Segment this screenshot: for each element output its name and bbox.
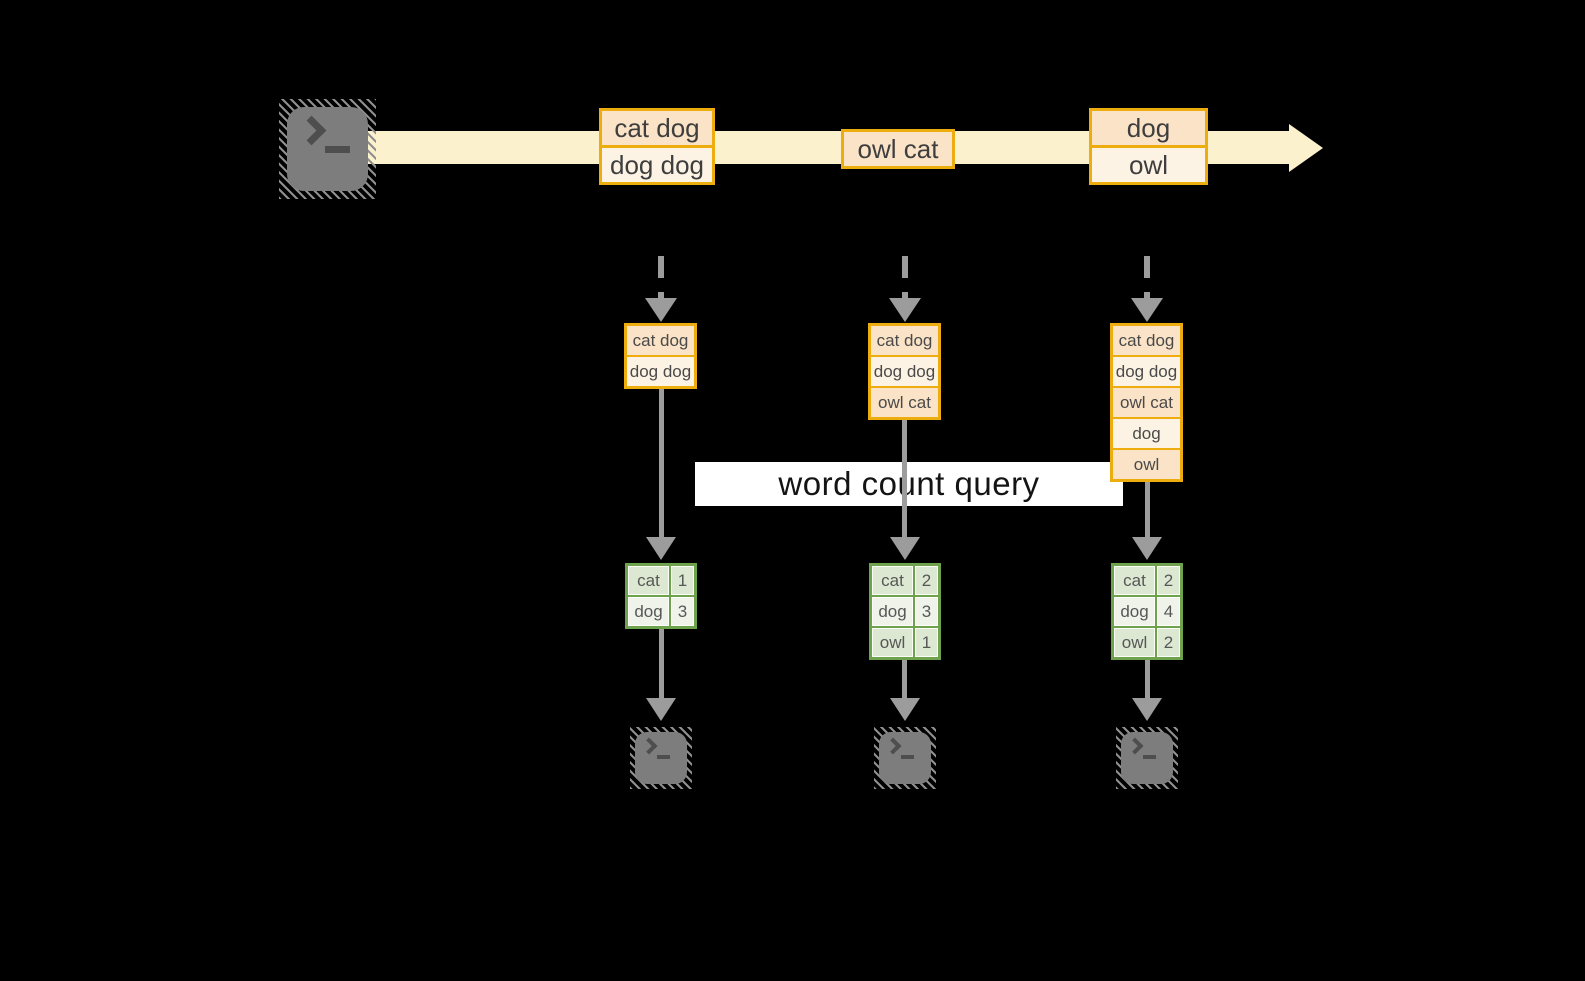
prompt-underscore-icon	[1143, 755, 1156, 759]
count-cell: 2	[1157, 628, 1180, 657]
received-message: owl	[1113, 448, 1180, 479]
stream-message: cat dog	[602, 111, 712, 145]
word-count-table-3: cat 2 dog 4 owl 2	[1111, 563, 1183, 660]
received-messages-stack-2: cat dog dog dog owl cat	[868, 323, 941, 420]
count-cell: 1	[915, 628, 938, 657]
received-message: owl cat	[871, 386, 938, 417]
count-cell: 1	[671, 566, 694, 595]
received-message: dog dog	[1113, 355, 1180, 386]
count-cell: 3	[915, 597, 938, 626]
word-cell: cat	[628, 566, 669, 595]
connector-arrow-line	[659, 629, 664, 699]
word-cell: dog	[1114, 597, 1155, 626]
connector-arrow-head	[646, 698, 676, 721]
received-message: dog dog	[627, 355, 694, 386]
source-terminal-icon	[279, 99, 376, 199]
stream-arrow-head	[1289, 124, 1323, 172]
count-cell: 4	[1157, 597, 1180, 626]
word-cell: owl	[1114, 628, 1155, 657]
received-messages-stack-3: cat dog dog dog owl cat dog owl	[1110, 323, 1183, 482]
count-cell: 3	[671, 597, 694, 626]
output-terminal-icon	[874, 727, 936, 789]
ingest-arrow-line	[1144, 256, 1150, 298]
ingest-arrow-head	[1131, 298, 1163, 322]
count-cell: 2	[1157, 566, 1180, 595]
word-count-table-2: cat 2 dog 3 owl 1	[869, 563, 941, 660]
output-terminal-icon	[630, 727, 692, 789]
query-label-band: word count query	[695, 462, 1123, 506]
stream-message: owl cat	[844, 132, 952, 166]
received-message: dog	[1113, 417, 1180, 448]
received-messages-stack-1: cat dog dog dog	[624, 323, 697, 389]
connector-arrow-head	[890, 698, 920, 721]
connector-arrow-line	[1145, 482, 1150, 538]
received-message: cat dog	[1113, 326, 1180, 355]
count-cell: 2	[915, 566, 938, 595]
connector-arrow-line	[902, 660, 907, 699]
connector-arrow-line	[1145, 660, 1150, 699]
prompt-underscore-icon	[657, 755, 670, 759]
prompt-underscore-icon	[901, 755, 914, 759]
word-cell: cat	[872, 566, 913, 595]
ingest-arrow-head	[889, 298, 921, 322]
connector-arrow-line	[659, 389, 664, 538]
connector-arrow-head	[890, 537, 920, 560]
connector-arrow-line	[902, 420, 907, 538]
prompt-underscore-icon	[325, 146, 350, 153]
ingest-arrow-head	[645, 298, 677, 322]
stream-message: dog	[1092, 111, 1205, 145]
word-cell: cat	[1114, 566, 1155, 595]
received-message: owl cat	[1113, 386, 1180, 417]
stream-message-group-1: cat dog dog dog	[599, 108, 715, 185]
stream-message-group-2: owl cat	[841, 129, 955, 169]
word-cell: dog	[872, 597, 913, 626]
ingest-arrow-line	[658, 256, 664, 298]
query-label: word count query	[778, 465, 1040, 502]
stream-message-group-3: dog owl	[1089, 108, 1208, 185]
received-message: cat dog	[871, 326, 938, 355]
word-cell: owl	[872, 628, 913, 657]
word-cell: dog	[628, 597, 669, 626]
connector-arrow-head	[1132, 537, 1162, 560]
received-message: cat dog	[627, 326, 694, 355]
output-terminal-icon	[1116, 727, 1178, 789]
stream-message: owl	[1092, 145, 1205, 182]
ingest-arrow-line	[902, 256, 908, 298]
connector-arrow-head	[1132, 698, 1162, 721]
stream-message: dog dog	[602, 145, 712, 182]
connector-arrow-head	[646, 537, 676, 560]
word-count-table-1: cat 1 dog 3	[625, 563, 697, 629]
received-message: dog dog	[871, 355, 938, 386]
